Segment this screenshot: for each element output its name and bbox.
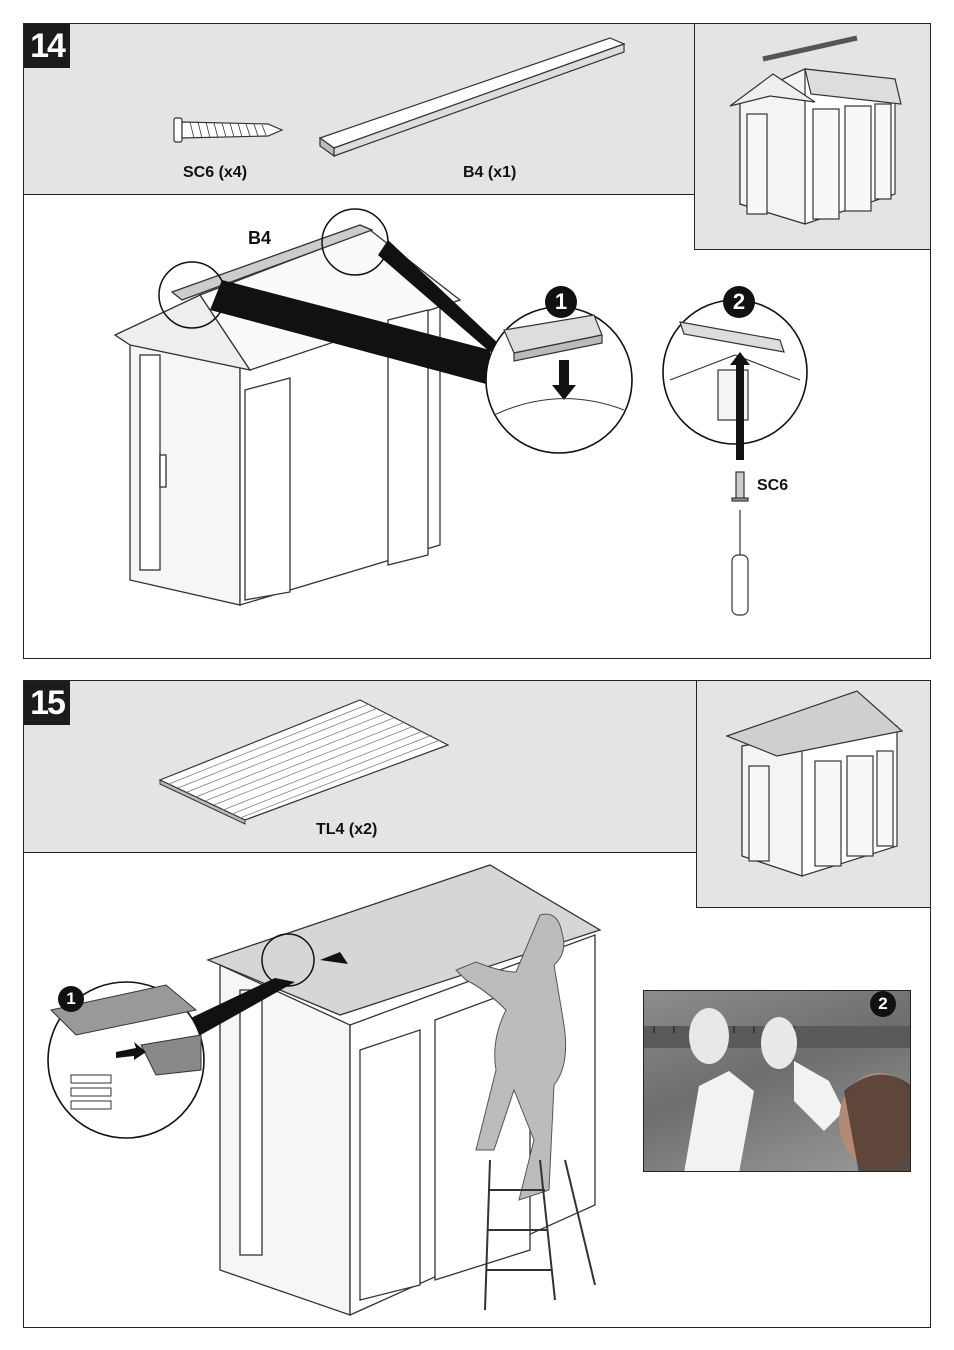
step-15-preview: [696, 680, 931, 908]
shed-assembly-step15: [200, 860, 620, 1320]
step-15-number: 15: [24, 681, 70, 725]
roof-panel-tl4-illustration: [160, 700, 450, 825]
main-b4-label: B4: [248, 228, 271, 249]
callout-15-1-badge: 1: [58, 986, 84, 1012]
bar-b4-illustration: [310, 30, 630, 160]
callout-2-badge: 2: [723, 286, 755, 318]
shed-preview-illustration: [695, 24, 932, 251]
screw-sc6-callout-label: SC6: [757, 477, 788, 495]
detail-circle-2: [660, 300, 810, 450]
part-sc6-label: SC6 (x4): [183, 164, 247, 182]
screwdriver-icon: [720, 470, 760, 630]
part-tl4-label: TL4 (x2): [316, 821, 377, 839]
callout-1-badge: 1: [545, 286, 577, 318]
callout-15-2-badge: 2: [870, 991, 896, 1017]
photo-content: [644, 991, 911, 1172]
part-b4-label: B4 (x1): [463, 164, 516, 182]
step-14-preview: [694, 23, 931, 250]
detail-circle-1: [484, 305, 634, 455]
step-14-number: 14: [24, 24, 70, 68]
screw-sc6-illustration: [160, 110, 300, 150]
shed-preview-illustration-15: [697, 681, 932, 909]
installation-photo: 2: [643, 990, 911, 1172]
